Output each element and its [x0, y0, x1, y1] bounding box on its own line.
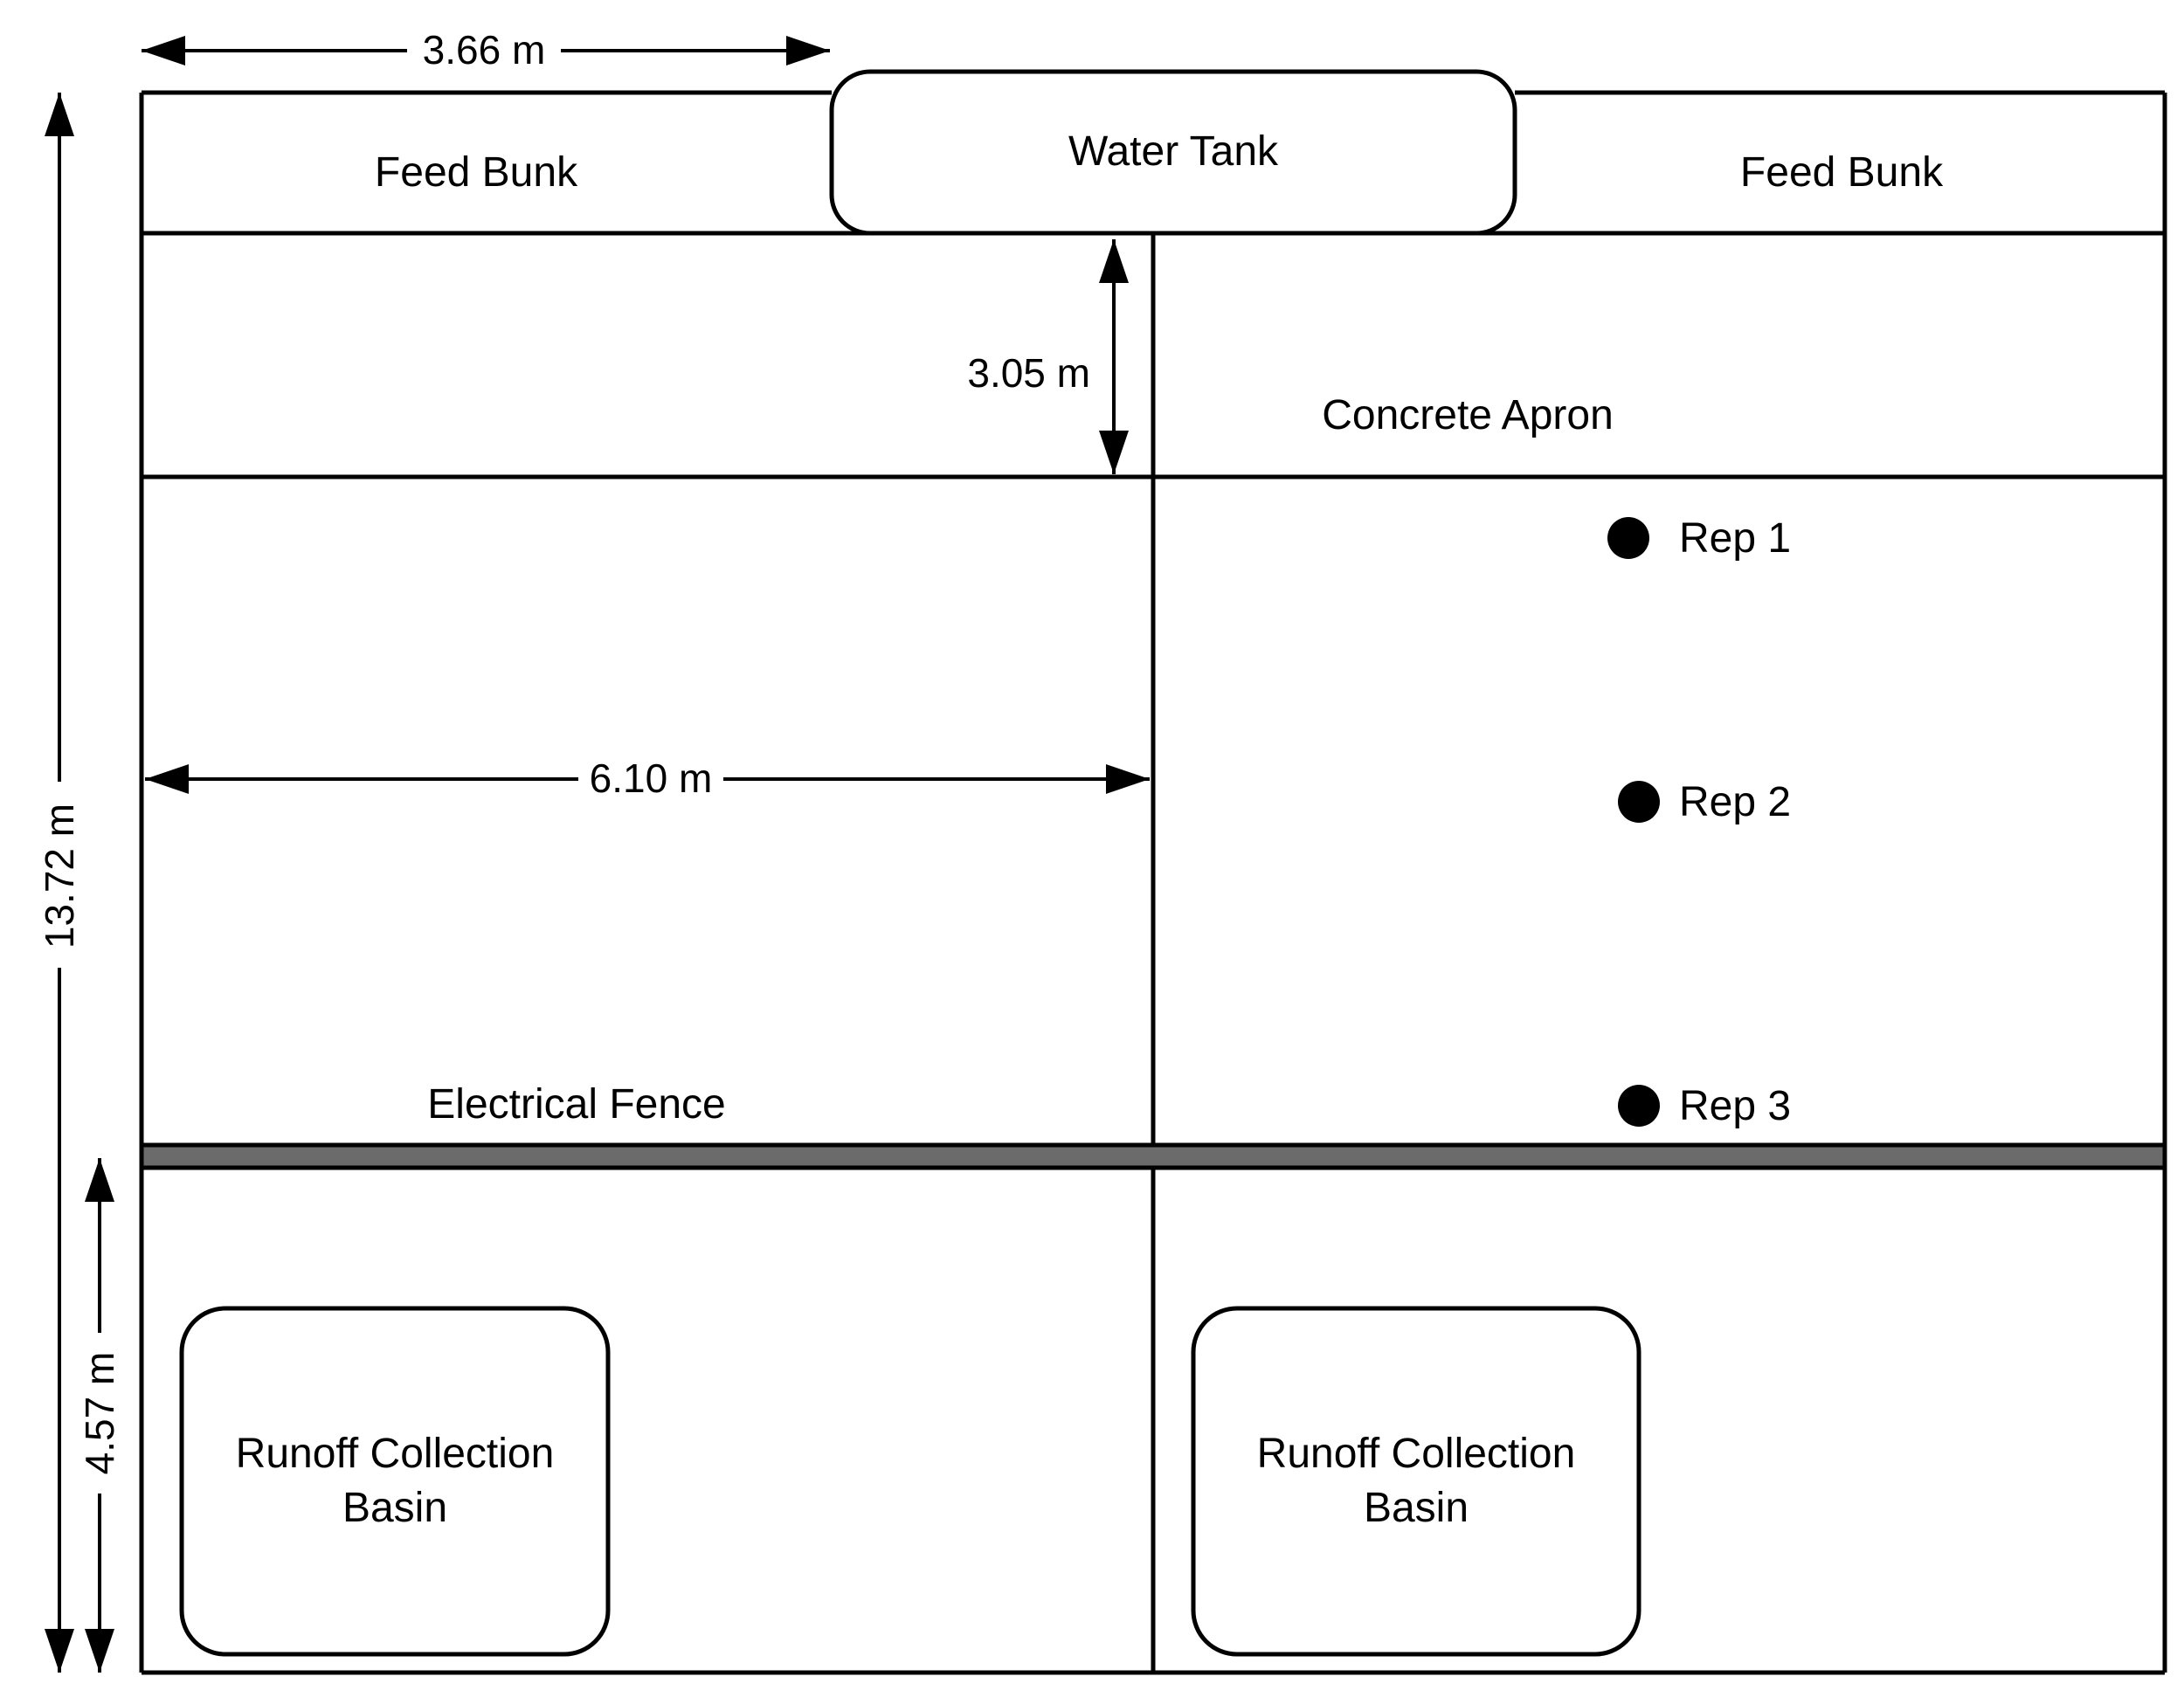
dimension-apron-depth-label: 3.05 m [967, 350, 1090, 396]
dimension-pen-width: 6.10 m [145, 755, 1150, 801]
rep-1-marker [1607, 517, 1649, 559]
dimension-runoff-length: 4.57 m [77, 1158, 122, 1673]
electrical-fence-label: Electrical Fence [427, 1081, 725, 1128]
rep-1-label: Rep 1 [1679, 515, 1791, 562]
dimension-bunk-width-label: 3.66 m [423, 27, 546, 72]
runoff-basin-left-shape [179, 1306, 611, 1657]
rep-3-marker [1618, 1085, 1660, 1127]
runoff-basin-left-label-line2: Basin [342, 1485, 447, 1531]
dimension-bunk-width: 3.66 m [142, 27, 830, 72]
rep-2: Rep 2 [1618, 779, 1791, 825]
water-tank-label: Water Tank [1068, 128, 1279, 175]
runoff-basin-right-label-line2: Basin [1364, 1485, 1469, 1531]
rep-markers: Rep 1 Rep 2 Rep 3 [1607, 515, 1791, 1129]
dimension-total-length-label: 13.72 m [37, 804, 82, 949]
rep-3: Rep 3 [1618, 1083, 1791, 1129]
feed-bunk-right-label: Feed Bunk [1740, 149, 1944, 196]
dimension-total-length: 13.72 m [37, 93, 82, 1673]
dimension-pen-width-label: 6.10 m [590, 755, 713, 801]
water-tank-shape [829, 69, 1517, 236]
rep-1: Rep 1 [1607, 515, 1791, 562]
water-tank: Water Tank [829, 69, 1517, 236]
feed-bunk-left-label: Feed Bunk [375, 149, 578, 196]
electrical-fence [139, 1142, 2167, 1170]
runoff-basin-right: Runoff Collection Basin [1191, 1306, 1641, 1657]
dimension-runoff-length-label: 4.57 m [77, 1352, 122, 1475]
fence-band [139, 1142, 2167, 1170]
runoff-basin-right-shape [1191, 1306, 1641, 1657]
runoff-basin-left-label-line1: Runoff Collection [236, 1431, 555, 1477]
runoff-basin-left: Runoff Collection Basin [179, 1306, 611, 1657]
runoff-basin-right-label-line1: Runoff Collection [1257, 1431, 1576, 1477]
rep-3-label: Rep 3 [1679, 1083, 1791, 1129]
rep-2-marker [1618, 781, 1660, 823]
dimension-apron-depth: 3.05 m [967, 239, 1129, 474]
concrete-apron-label: Concrete Apron [1322, 392, 1614, 438]
rep-2-label: Rep 2 [1679, 779, 1791, 825]
